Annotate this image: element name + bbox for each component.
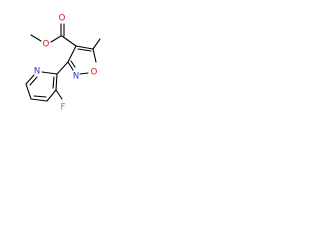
structure-canvas: O O O N N F	[0, 0, 152, 152]
atom-o-ring: O	[91, 68, 98, 78]
bond-o1-n2	[79, 72, 89, 75]
atom-n-pyridine: N	[34, 67, 40, 77]
bond-carbonyl-c4	[61, 35, 77, 47]
atom-f: F	[61, 103, 66, 113]
bond-py-c3-c2	[55, 73, 58, 91]
molecule-drawing: O O O N N F	[25, 14, 101, 113]
atom-o-ester: O	[43, 40, 50, 50]
bond-c-f	[55, 89, 63, 100]
bond-py-n1-c6-double	[29, 76, 38, 86]
bond-c3-pyridine	[56, 61, 69, 75]
bond-py-c5-c4	[30, 98, 48, 102]
atom-o-carbonyl: O	[59, 14, 66, 24]
bond-py-n1-c6	[25, 74, 35, 85]
bond-n2-c3	[67, 61, 74, 71]
bond-c3-c4	[67, 45, 77, 63]
bond-c5-o1	[92, 48, 97, 63]
bond-oester-carbonyl	[50, 35, 62, 43]
bond-methyl-oester	[30, 34, 42, 42]
atom-n-isoxazole: N	[73, 72, 79, 82]
bond-py-c5-c4-double	[33, 95, 47, 98]
bond-c5-methyl	[92, 38, 101, 50]
bond-py-c4-c3	[46, 89, 57, 102]
bond-c4-c5-double	[77, 48, 92, 52]
bond-py-c6-c5	[25, 83, 32, 100]
bond-c4-c5	[75, 45, 94, 50]
bond-py-c2-n1	[41, 71, 58, 75]
bond-py-c3-c2-double	[52, 76, 55, 89]
bond-n2-c3-double	[70, 60, 76, 68]
